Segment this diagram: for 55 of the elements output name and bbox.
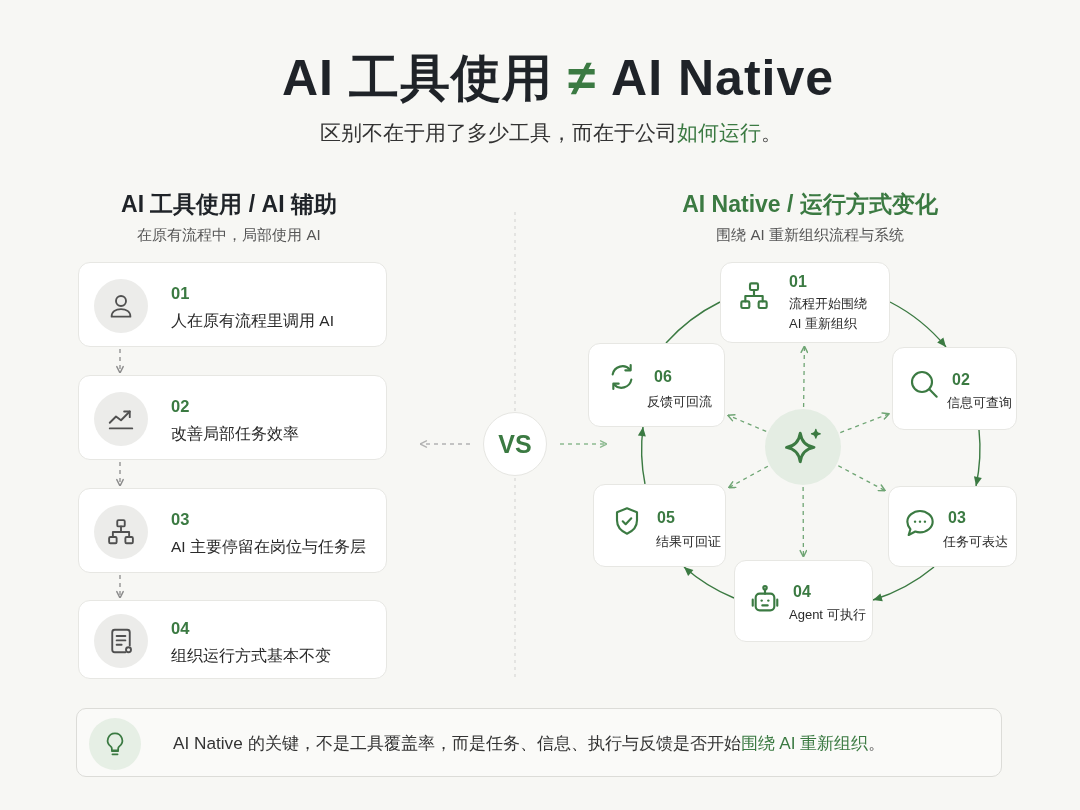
step-card: [78, 375, 387, 460]
title: AI 工具使用 ≠ AI Native: [281, 48, 835, 108]
step-text: 任务可表达: [943, 533, 1008, 551]
arrow: [116, 461, 124, 487]
step-card: [78, 262, 387, 347]
column-subheading: 在原有流程中，局部使用 AI: [137, 225, 321, 245]
arrow: [800, 345, 809, 408]
step-number: 02: [171, 395, 190, 416]
arrow: [683, 566, 735, 599]
column-subheading: 围绕 AI 重新组织流程与系统: [716, 225, 904, 245]
step-card: [720, 262, 890, 343]
step-text: 反馈可回流: [647, 393, 712, 411]
arrow: [973, 429, 982, 487]
arrow: [727, 414, 767, 433]
step-card: [734, 560, 873, 642]
step-card: [588, 343, 725, 427]
step-text: 流程开始围绕 AI 重新组织: [789, 295, 868, 333]
step-number: 01: [171, 282, 190, 303]
arrow: [116, 348, 124, 374]
step-number: 04: [171, 617, 190, 638]
step-number: 03: [171, 508, 190, 529]
step-number: 04: [793, 582, 811, 602]
step-number: 06: [654, 367, 672, 387]
arrow: [799, 486, 808, 558]
arrow: [419, 440, 471, 448]
vs-circle: VS: [483, 412, 547, 476]
step-number: 03: [948, 508, 966, 528]
step-card: [78, 488, 387, 573]
step-text: 结果可回证: [656, 533, 721, 551]
column-heading: AI 工具使用 / AI 辅助: [121, 189, 337, 219]
step-card: [78, 600, 387, 679]
arrow: [872, 566, 935, 601]
step-card: [892, 347, 1017, 430]
step-card: [593, 484, 726, 567]
step-number: 05: [657, 508, 675, 528]
note-bar: [76, 708, 1002, 777]
arrow: [839, 412, 890, 434]
note-text: AI Native 的关键，不是工具覆盖率，而是任务、信息、执行与反馈是否开始围绕 AI 重新组织。: [173, 732, 886, 755]
step-text: 改善局部任务效率: [171, 423, 299, 444]
step-text: 信息可查询: [947, 394, 1012, 412]
arrow: [638, 426, 647, 485]
arrow: [889, 301, 947, 348]
step-text: AI 主要停留在岗位与任务层: [171, 536, 366, 557]
step-text: 人在原有流程里调用 AI: [171, 310, 334, 331]
arrow: [116, 574, 124, 599]
connector-line: [665, 301, 721, 344]
step-card: [888, 486, 1017, 567]
step-text: Agent 可执行: [789, 606, 866, 624]
column-heading: AI Native / 运行方式变化: [682, 189, 938, 219]
subtitle: 区别不在于用了多少工具，而在于公司如何运行。: [320, 119, 782, 146]
step-text: 组织运行方式基本不变: [171, 645, 331, 666]
arrow: [837, 465, 887, 492]
step-number: 02: [952, 370, 970, 390]
step-number: 01: [789, 272, 807, 292]
arrow: [727, 465, 769, 489]
